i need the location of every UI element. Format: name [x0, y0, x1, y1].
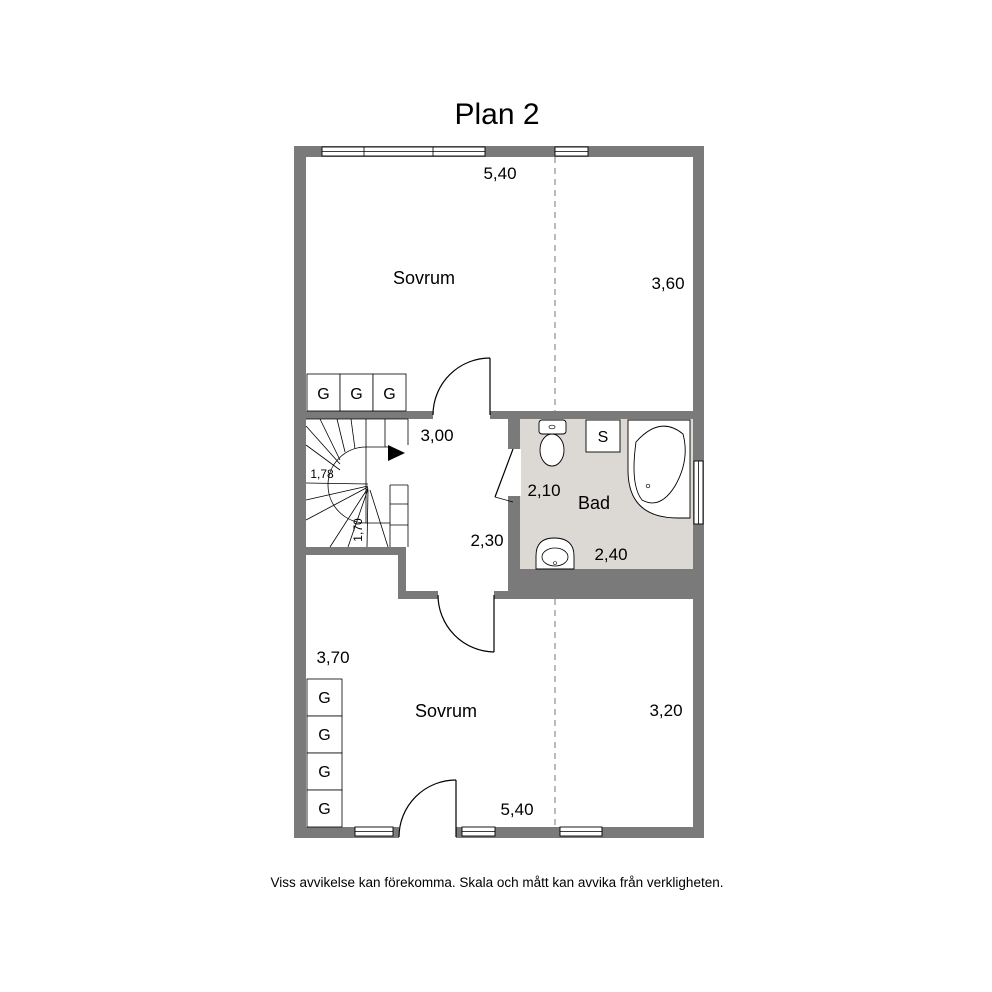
wardrobe-label: G [318, 801, 330, 818]
dim-bottom-width: 5,40 [500, 800, 533, 819]
wardrobe-label: G [350, 386, 362, 403]
wardrobes-top: G G G [306, 373, 407, 412]
dim-bottom-left: 3,70 [316, 648, 349, 667]
dim-bottom-depth: 3,20 [649, 701, 682, 720]
staircase [305, 418, 409, 548]
washbasin-icon [535, 537, 575, 570]
wardrobe-label: G [318, 764, 330, 781]
plan-title: Plan 2 [454, 98, 539, 131]
sink-cabinet-label: S [598, 429, 609, 446]
footer-disclaimer: Viss avvikelse kan förekomma. Skala och … [271, 875, 724, 890]
dim-top-width: 5,40 [483, 164, 516, 183]
bath-bottom-wall-thick [508, 569, 693, 591]
room-label-top-bedroom: Sovrum [393, 268, 455, 288]
bath-door[interactable] [494, 448, 521, 503]
dim-top-depth: 3,60 [651, 274, 684, 293]
dim-hall-depth: 2,30 [470, 531, 503, 550]
dim-stair-b: 1,70 [351, 518, 365, 542]
wardrobe-label: G [318, 690, 330, 707]
sink-cabinet [585, 419, 621, 453]
bedroom-door-bottom[interactable] [437, 590, 495, 653]
wardrobe-label: G [383, 386, 395, 403]
stair-arrow-icon [388, 445, 405, 461]
balcony-door[interactable] [398, 779, 457, 838]
wardrobe-label: G [318, 727, 330, 744]
windows-bottom [354, 460, 704, 837]
bedroom-door-top[interactable] [432, 357, 491, 416]
dim-bath-depth: 2,10 [527, 481, 560, 500]
dim-bath-width: 2,40 [594, 545, 627, 564]
bathroom-fixtures: S [535, 419, 691, 570]
room-label-bathroom: Bad [578, 493, 610, 513]
wardrobe-label: G [317, 386, 329, 403]
dim-hall-width: 3,00 [420, 426, 453, 445]
windows-top [321, 146, 589, 157]
toilet-icon [538, 419, 567, 435]
room-label-bottom-bedroom: Sovrum [415, 701, 477, 721]
wardrobes-bottom: G G G G [306, 678, 343, 828]
dim-stair-a: 1,78 [310, 467, 334, 481]
